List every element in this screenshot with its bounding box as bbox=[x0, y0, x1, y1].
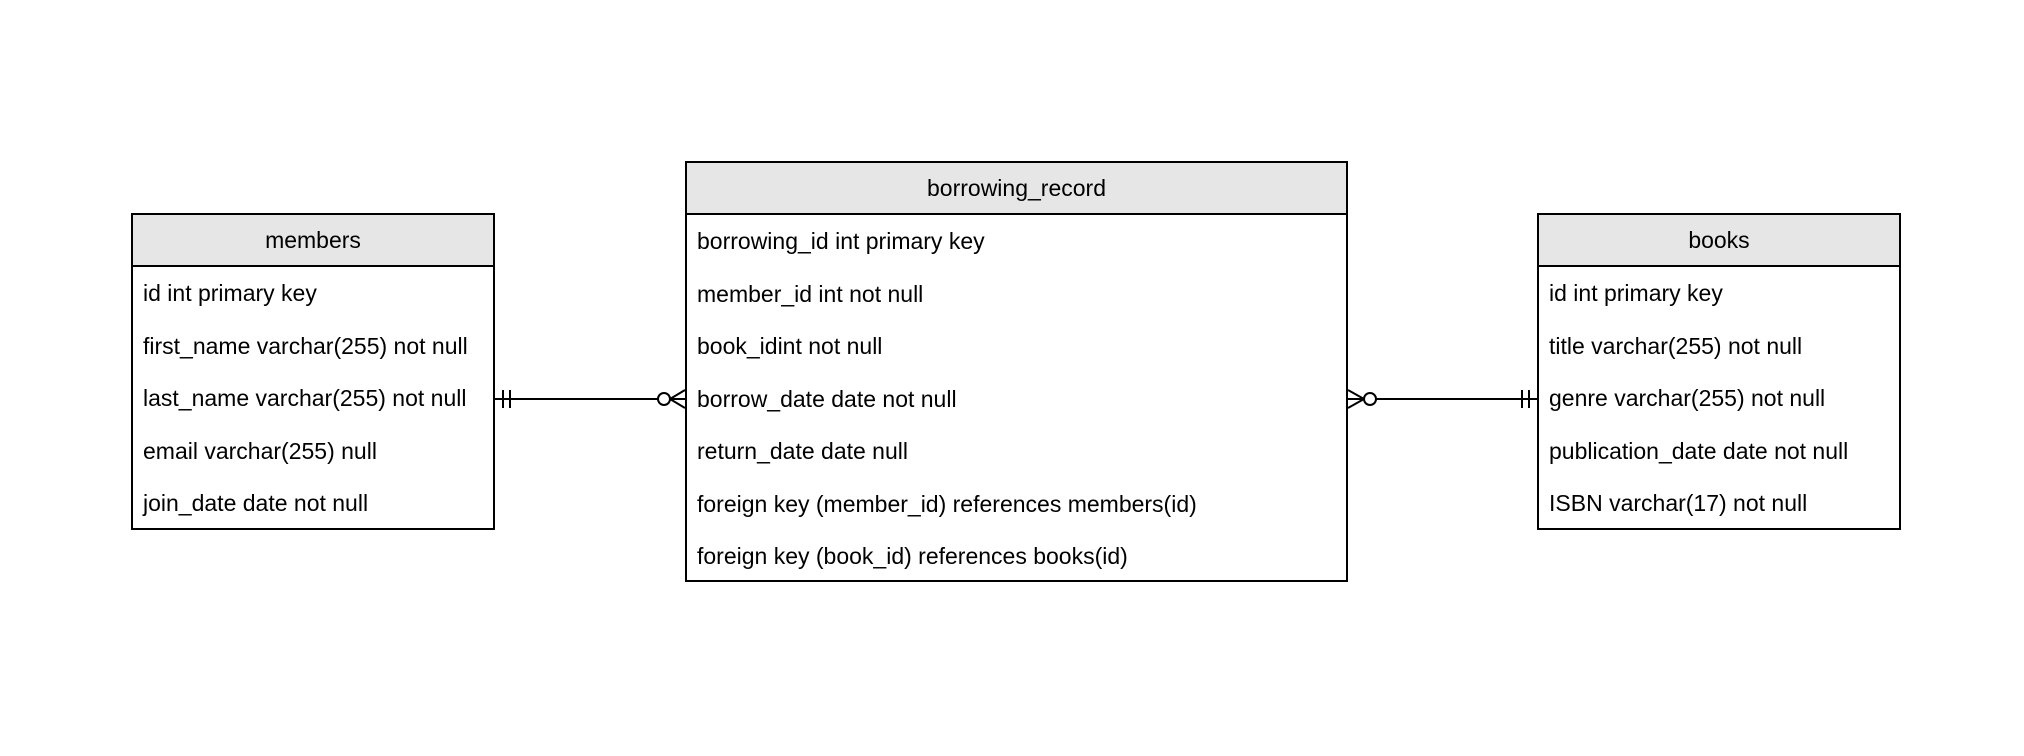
zero-circle-marker bbox=[657, 392, 671, 406]
field-row: id int primary key bbox=[143, 280, 317, 306]
relationship-books-borrowing[interactable] bbox=[1347, 389, 1537, 409]
zero-circle-marker bbox=[1363, 392, 1377, 406]
field-row: ISBN varchar(17) not null bbox=[1549, 490, 1808, 516]
field-row: join_date date not null bbox=[143, 490, 369, 516]
crow-foot-marker bbox=[669, 398, 686, 409]
field-row: return_date date null bbox=[697, 438, 908, 464]
crow-foot-marker bbox=[669, 389, 686, 400]
field-row: member_id int not null bbox=[697, 280, 924, 307]
crow-foot-marker bbox=[1347, 389, 1365, 400]
relationship-members-borrowing[interactable] bbox=[495, 389, 686, 409]
field-row: publication_date date not null bbox=[1549, 437, 1849, 464]
entity-books-title: books bbox=[1539, 215, 1899, 267]
entity-members-title: members bbox=[133, 215, 493, 267]
entity-borrowing-record[interactable]: borrowing_record borrowing_id int primar… bbox=[685, 161, 1348, 582]
entity-books[interactable]: books id int primary key title varchar(2… bbox=[1537, 213, 1901, 530]
field-row: borrow_date date not null bbox=[697, 385, 957, 412]
field-row: genre varchar(255) not null bbox=[1549, 385, 1826, 411]
field-row: first_name varchar(255) not null bbox=[143, 332, 468, 359]
entity-members[interactable]: members id int primary key first_name va… bbox=[131, 213, 495, 530]
field-row: foreign key (member_id) references membe… bbox=[697, 490, 1197, 517]
field-row: last_name varchar(255) not null bbox=[143, 385, 467, 411]
entity-borrowing-record-fields: borrowing_id int primary key member_id i… bbox=[687, 215, 1346, 583]
crow-foot-marker bbox=[1347, 398, 1365, 409]
field-row: foreign key (book_id) references books(i… bbox=[697, 543, 1128, 569]
field-row: email varchar(255) null bbox=[143, 437, 377, 464]
field-row: borrowing_id int primary key bbox=[697, 228, 985, 254]
entity-books-fields: id int primary key title varchar(255) no… bbox=[1539, 267, 1899, 530]
field-row: title varchar(255) not null bbox=[1549, 332, 1803, 359]
field-row: book_idint not null bbox=[697, 333, 883, 359]
entity-members-fields: id int primary key first_name varchar(25… bbox=[133, 267, 493, 530]
entity-borrowing-record-title: borrowing_record bbox=[687, 163, 1346, 215]
field-row: id int primary key bbox=[1549, 280, 1723, 306]
